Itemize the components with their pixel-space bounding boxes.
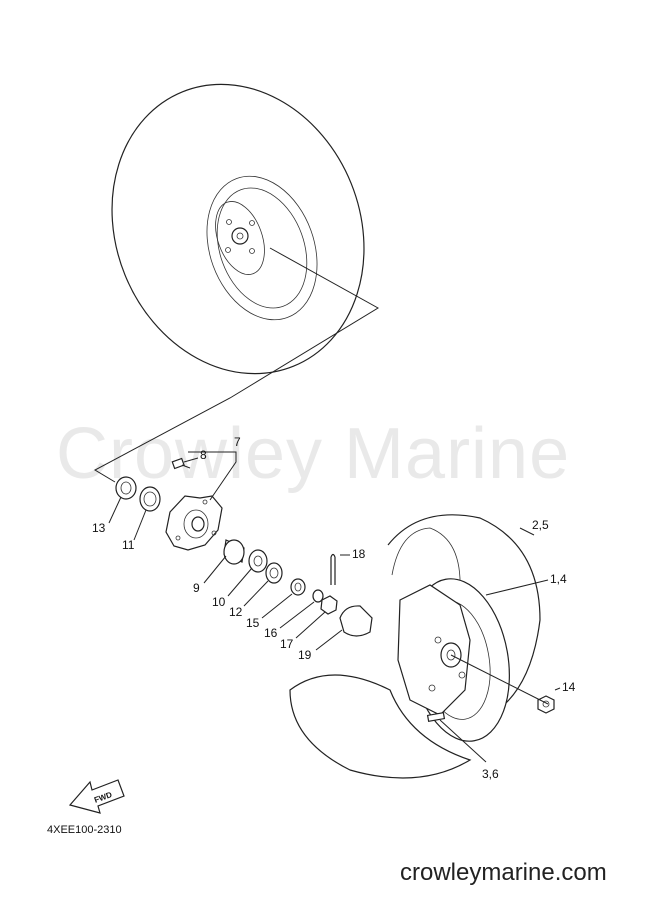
hub-center: [231, 227, 249, 245]
callout-labels: 7 8 13 11 9 10 12 15 16 17 18 19 2,5 1,4…: [92, 435, 576, 781]
washer-16: [312, 589, 324, 603]
assembled-wheel: [111, 83, 365, 375]
spacer-9-end: [223, 539, 245, 565]
callout-12: 12: [229, 605, 243, 619]
leader-13: [108, 496, 122, 524]
rim-outer: [206, 175, 318, 321]
leader-14a: [485, 579, 549, 596]
callout-3-6: 3,6: [482, 767, 499, 781]
callout-16: 16: [264, 626, 278, 640]
leader-16: [279, 601, 315, 629]
leader-7: [188, 451, 237, 501]
rim-stud: [428, 684, 436, 692]
leader-19: [315, 629, 343, 651]
watermark-text: Crowley Marine: [56, 414, 570, 494]
rim-14-bore: [446, 649, 456, 661]
callout-17: 17: [280, 637, 294, 651]
leader-14a-hub: [450, 654, 549, 705]
assembly-leader-line: [93, 247, 379, 483]
bearing-10: [248, 549, 268, 573]
bolt-8-head: [171, 457, 185, 470]
cap-19: [339, 605, 373, 637]
callout-8: 8: [200, 448, 207, 462]
nut-17: [320, 595, 338, 615]
website-url: crowleymarine.com: [400, 859, 607, 886]
stud-hole: [226, 219, 232, 225]
leader-17: [295, 611, 326, 639]
hub-bore: [236, 232, 244, 240]
nut-14-bore: [542, 700, 550, 708]
rim-stud: [458, 671, 466, 679]
leader-36: [439, 719, 487, 763]
leader-12: [243, 580, 269, 607]
callout-7: 7: [234, 435, 241, 449]
callout-19: 19: [298, 648, 312, 662]
tire-25-inner: [391, 527, 461, 591]
hub-7-hole: [175, 535, 181, 541]
leader-14: [554, 687, 561, 691]
hub-7-flange: [183, 509, 209, 539]
bolt-8-shank: [181, 464, 191, 469]
bearing-13-bore: [120, 481, 132, 495]
leader-25: [519, 527, 535, 536]
rim-inner: [216, 187, 308, 309]
callout-9: 9: [193, 581, 200, 595]
callout-1-4: 1,4: [550, 572, 567, 586]
callout-13: 13: [92, 521, 106, 535]
leader-9: [203, 555, 227, 584]
bearing-10-bore: [253, 555, 263, 567]
fwd-arrow-icon: FWD: [68, 779, 125, 814]
washer-15-bore: [294, 582, 302, 592]
callout-leaders: [108, 451, 561, 763]
leader-11: [133, 509, 147, 541]
exploded-wheel: [289, 514, 555, 779]
seal-12-bore: [269, 567, 279, 579]
callout-15: 15: [246, 616, 260, 630]
nut-14: [537, 695, 555, 714]
callout-10: 10: [212, 595, 226, 609]
rim-14-center: [397, 584, 471, 716]
callout-14: 14: [562, 680, 576, 694]
hub-7-hole: [211, 530, 217, 536]
callout-2-5: 2,5: [532, 518, 549, 532]
valve-36: [426, 711, 446, 723]
stud-hole: [225, 247, 231, 253]
fwd-arrow-shape: [68, 779, 125, 814]
leader-15: [261, 593, 293, 619]
diagram-code: 4XEE100-2310: [47, 824, 122, 836]
leader-10: [227, 567, 253, 597]
rim-stud: [434, 636, 442, 644]
stud-hole: [249, 248, 255, 254]
cotter-pin-18: [330, 553, 336, 585]
exploded-hub-parts: [115, 457, 373, 637]
washer-15: [290, 578, 306, 596]
hub-outline: [215, 201, 265, 275]
seal-12: [265, 562, 283, 584]
leader-8: [183, 457, 199, 463]
callout-11: 11: [122, 538, 135, 552]
seal-11: [139, 486, 161, 512]
seal-11-bore: [143, 491, 157, 507]
hub-7-bore: [191, 516, 205, 532]
stud-hole: [249, 220, 255, 226]
callout-18: 18: [352, 547, 366, 561]
bearing-13: [115, 476, 137, 500]
tire-25-lower: [289, 674, 472, 779]
hub-7-hole: [202, 499, 208, 505]
